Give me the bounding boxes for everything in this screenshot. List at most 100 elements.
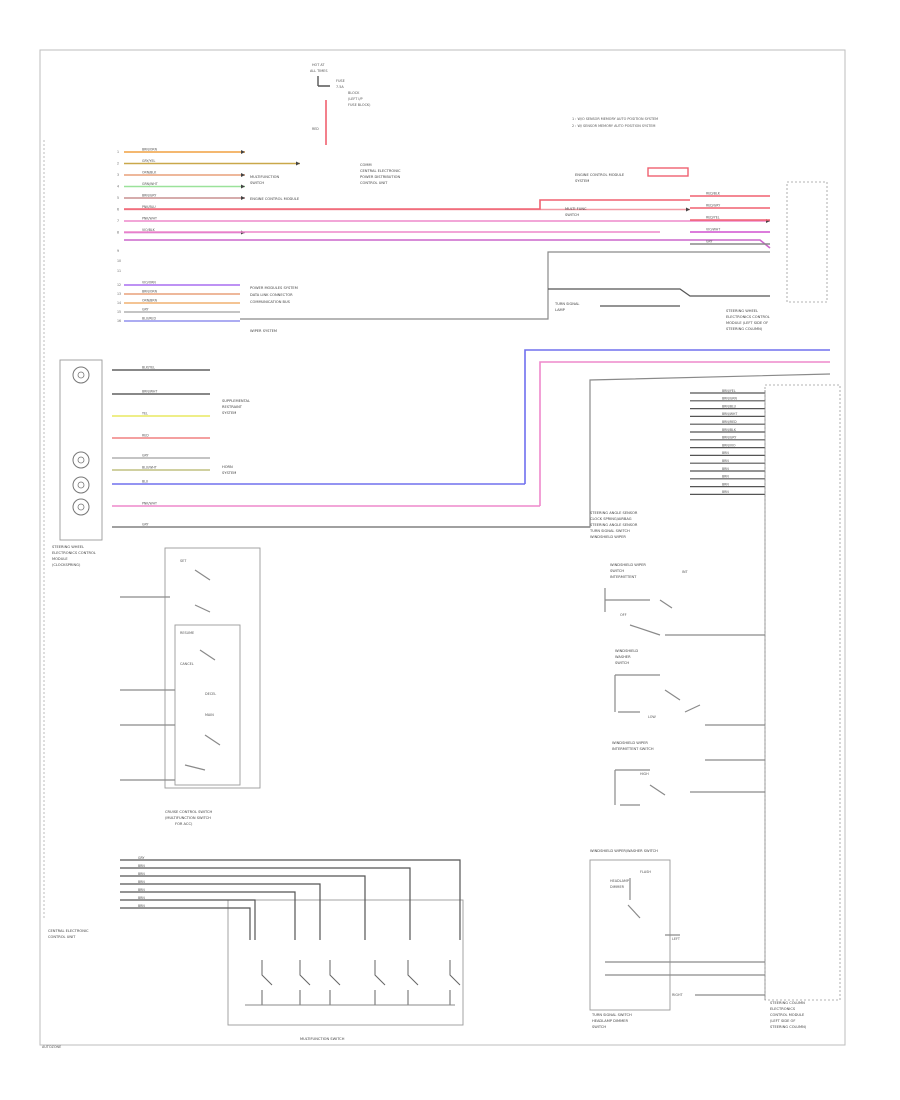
cruise-decel: DECEL (205, 692, 216, 696)
top-wire-pin: 3 (117, 173, 119, 177)
steer-wire-label: GRY (138, 856, 144, 860)
right-switch-switch: SWITCH (565, 213, 579, 217)
right-module-name1: STEERING WHEEL (726, 309, 758, 313)
mid-wire-label: BRN/ORN (142, 290, 158, 294)
cruise-main: MAIN (205, 713, 214, 717)
clock-wire-label: BLK/YEL (142, 366, 155, 370)
tr-switch (647, 167, 689, 177)
clock-wire-label: RED (142, 434, 149, 438)
right-column-wires: BRN/YELBRN/GRNBRN/BLUBRN/WHTBRN/REDBRN/B… (690, 389, 766, 1000)
cruise-name2: (MULTIFUNCTION SWITCH (165, 816, 211, 820)
fuse-label-b: ALL TIMES (310, 69, 327, 73)
label-comm-bus: COMMUNICATION BUS (250, 300, 291, 304)
mid-wire-pin: 16 (117, 319, 121, 323)
top-wire-pin: 1 (117, 150, 119, 154)
cruise-cancel: CANCEL (180, 662, 194, 666)
rr-wire-label: BRN/WHT (722, 412, 737, 416)
fuse-connector: HOT AT ALL TIMES FUSE 7.5A BLOCK (LEFT I… (310, 63, 371, 145)
rr-wire-label: BRN/BLU (722, 404, 737, 408)
rl-left: LEFT (672, 937, 681, 941)
clock-horn3: SYSTEM (222, 411, 236, 415)
mid-wire-pin: 13 (117, 292, 121, 296)
pink2-trunk (539, 361, 830, 506)
diagram-frame (39, 49, 846, 1046)
tr-wire-label: RED/YEL (706, 216, 720, 220)
top-wire-label: BRN/ORN (142, 148, 158, 152)
top-wire-pin: 10 (117, 259, 121, 263)
rr-wire-label: BRN/YEL (722, 389, 736, 393)
rr-wire-label: BRN/GRN (722, 397, 738, 401)
top-wire-pin: 9 (117, 249, 119, 253)
right-upper-module (786, 181, 828, 303)
cruise-name1: CRUISE CONTROL SWITCH (165, 810, 212, 814)
rl-wiper1: WINDSHIELD WIPER (610, 563, 646, 567)
rr-wire-label: BRN (722, 490, 729, 494)
blue-trunk (524, 349, 830, 484)
rl-low: LOW (648, 715, 656, 719)
rl-title3: STEERING ANGLE SENSOR (590, 523, 638, 527)
mid-wire-pin: 14 (117, 301, 121, 305)
rl-turn3: SWITCH (592, 1025, 606, 1029)
steer-contact (407, 960, 419, 1005)
label-central: CENTRAL ELECTRONIC (360, 169, 401, 173)
gray2-trunk (112, 373, 831, 528)
label-lamp: LAMP (555, 308, 566, 312)
tr-wire-label: RED/BLK (706, 192, 721, 196)
rl-high: HIGH (640, 772, 649, 776)
top-wire-pin: 6 (117, 208, 119, 212)
tr-wire-label: RED/GRY (706, 204, 720, 208)
fuse-sub4: (LEFT I/P (348, 97, 363, 101)
red-trunk (124, 199, 690, 210)
left-module-name3: MODULE (52, 557, 68, 561)
fuse-label-a: HOT AT (312, 63, 325, 67)
clock-connector (72, 498, 90, 516)
steer-wire (120, 883, 321, 940)
left-module-name1: STEERING WHEEL (52, 545, 84, 549)
clock-connector (72, 366, 90, 384)
clock-connector-inner (77, 481, 85, 489)
label-wiper: WIPER SYSTEM (250, 329, 277, 333)
label-power-ctrl: POWER MODULES SYSTEM (250, 286, 298, 290)
rl-int1: WINDSHIELD WIPER (612, 741, 648, 745)
right-module-name4: STEERING COLUMN) (726, 327, 763, 331)
note-1: 1 : W/O SENSOR MEMORY AUTO POSITION SYST… (572, 117, 658, 121)
clock-horn2: RESTRAINT (222, 405, 243, 409)
clock-wire-label: GRY (142, 454, 148, 458)
steer-wire-label: BRN (138, 888, 145, 892)
top-wire-label: BRN/GRY (142, 194, 156, 198)
right-lower-block: STEERING ANGLE SENSOR CLOCK SPRING/AIRBA… (589, 384, 841, 1029)
dark-trunk (548, 288, 770, 297)
label-control-unit: CONTROL UNIT (360, 181, 388, 185)
wire-arrow (686, 207, 690, 212)
fuse-sub5: FUSE BLOCK) (348, 103, 371, 107)
fuse-wire-label: RED (312, 127, 319, 131)
clock-wire-label: BLU/WHT (142, 466, 157, 470)
clock-horn1: SUPPLEMENTAL (222, 399, 250, 403)
clockspring-connectors (72, 366, 90, 516)
steer-contact (449, 960, 461, 1005)
top-wire-pin: 5 (117, 196, 119, 200)
wire-arrow (296, 161, 300, 166)
br-name1: STEERING COLUMN (770, 1001, 805, 1005)
fuse-sub2: 7.5A (336, 85, 344, 89)
wire-arrow (241, 196, 245, 200)
top-wire-bundle: 1BRN/ORN2GRY/YEL3ORN/BLK4GRN/WHT5BRN/GRY… (117, 148, 771, 323)
rl-turn2: HEADLAMP DIMMER (592, 1019, 628, 1023)
rl-title4: TURN SIGNAL SWITCH (589, 529, 630, 533)
cruise-set: SET (180, 559, 187, 563)
rl-wiper2: SWITCH (610, 569, 624, 573)
gray-trunk (240, 251, 770, 320)
mid-wire-label: ORN/BRN (142, 299, 158, 303)
mid-wire-label: VIO/ORN (142, 281, 156, 285)
violet-trunk (124, 239, 771, 249)
clock-connector-inner (77, 371, 85, 379)
clock-connector-inner (77, 456, 85, 464)
rl-washer3: SWITCH (615, 661, 629, 665)
cruise-resume: RESUME (180, 631, 194, 635)
label-power-dist: POWER DISTRIBUTION (360, 175, 400, 179)
wire-arrow (241, 150, 245, 154)
top-wire-label: PNK/WHT (142, 217, 157, 221)
clock-wire-label: BLU (142, 480, 149, 484)
clock-airbag2: SYSTEM (222, 471, 236, 475)
